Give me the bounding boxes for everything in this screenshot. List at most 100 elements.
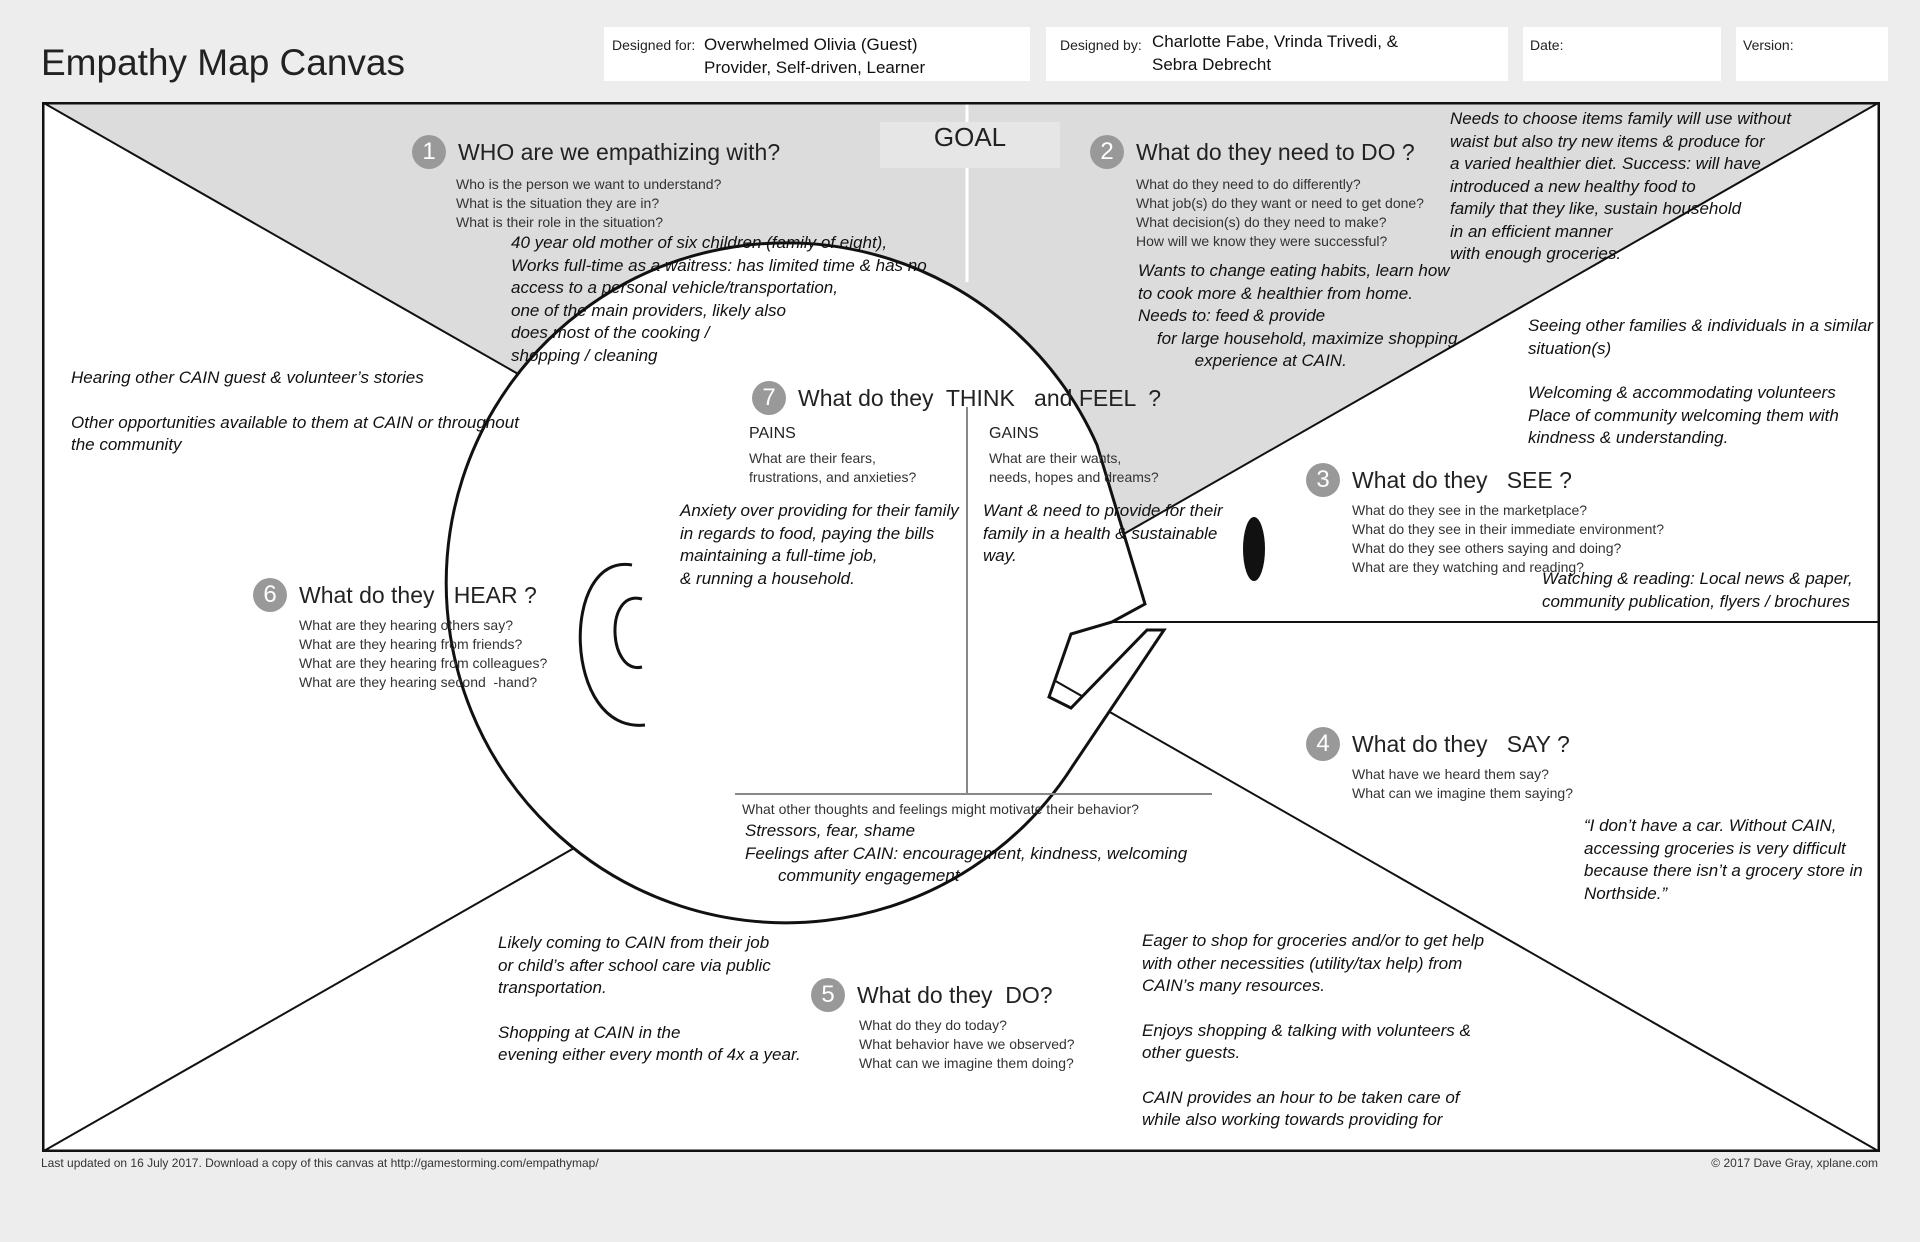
prompt-line: What are their wants, <box>989 450 1122 466</box>
section-need-answer-right: Needs to choose items family will use wi… <box>1450 108 1791 266</box>
answer-line: Feelings after CAIN: encouragement, kind… <box>745 843 1188 863</box>
prompt-line: What have we heard them say? <box>1352 766 1549 782</box>
answer-line: evening either every month of 4x a year. <box>498 1045 801 1064</box>
goal-label: GOAL <box>933 122 1007 152</box>
answer-line: Other opportunities available to them at… <box>71 412 519 432</box>
answer-line: a varied healthier diet. Success: will h… <box>1450 154 1761 173</box>
section-do-title: What do they DO? <box>857 981 1053 1008</box>
designed-for-value: Overwhelmed Olivia (Guest) Provider, Sel… <box>704 33 925 79</box>
version-label: Version: <box>1743 37 1794 53</box>
answer-line: “I don’t have a car. Without CAIN, <box>1584 816 1837 835</box>
prompt-line: How will we know they were successful? <box>1136 233 1388 249</box>
answer-line: Works full-time as a waitress: has limit… <box>511 255 927 275</box>
prompt-line: What is the situation they are in? <box>456 195 660 211</box>
answer-spacer <box>71 390 519 412</box>
footer-left: Last updated on 16 July 2017. Download a… <box>41 1156 599 1170</box>
answer-line: the community <box>71 435 182 454</box>
answer-spacer <box>1142 1065 1484 1087</box>
answer-line: 40 year old mother of six children (fami… <box>511 233 888 252</box>
prompt-line: What do they see in their immediate envi… <box>1352 521 1665 537</box>
designed-by-label: Designed by: <box>1060 37 1142 53</box>
pains-label: PAINS <box>749 425 796 442</box>
section-number: 3 <box>1306 463 1340 497</box>
ear-outer <box>578 563 646 727</box>
section-hear-title: What do they HEAR ? <box>299 581 537 608</box>
prompt-line: What are they hearing second -hand? <box>299 674 538 690</box>
prompt-line: What can we imagine them doing? <box>859 1055 1074 1071</box>
answer-line: while also working towards providing for <box>1142 1110 1443 1129</box>
answer-line: & running a household. <box>680 568 855 588</box>
section-say-heading: 4 What do they SAY ? <box>1306 727 1573 761</box>
section-say-title: What do they SAY ? <box>1352 730 1570 757</box>
answer-line: Anxiety over providing for their family <box>680 501 959 520</box>
answer-line: way. <box>983 546 1017 565</box>
prompt-line: What job(s) do they want or need to get … <box>1136 195 1424 211</box>
answer-line: waist but also try new items & produce f… <box>1450 131 1765 151</box>
prompt-line: What are they hearing others say? <box>299 617 514 633</box>
gains-answer: Want & need to provide for their family … <box>983 500 1223 568</box>
answer-line: Stressors, fear, shame <box>745 821 916 840</box>
pains-prompts: What are their fears, frustrations, and … <box>749 449 916 487</box>
section-think-title: What do they THINK and FEEL ? <box>798 384 1162 411</box>
answer-line: maintaining a full-time job, <box>680 546 878 565</box>
answer-line: Needs to choose items family will use wi… <box>1450 109 1792 128</box>
prompt-line: What are they watching and reading? <box>1352 559 1584 575</box>
answer-line: access to a personal vehicle/transportat… <box>511 278 838 297</box>
prompt-line: What do they see in the marketplace? <box>1352 502 1588 518</box>
section-see-answer: Watching & reading: Local news & paper, … <box>1542 568 1853 613</box>
section-do-answer-right: Eager to shop for groceries and/or to ge… <box>1142 930 1484 1132</box>
version-box[interactable]: Version: <box>1736 27 1888 81</box>
answer-line: with enough groceries. <box>1450 244 1622 263</box>
answer-line: accessing groceries is very difficult <box>1584 838 1846 858</box>
answer-line: CAIN’s many resources. <box>1142 976 1325 995</box>
answer-line: family that they like, sustain household <box>1450 199 1742 218</box>
section-who-title: WHO are we empathizing with? <box>458 138 781 165</box>
section-think: 7 What do they THINK and FEEL ? <box>752 381 1161 415</box>
answer-line: transportation. <box>498 978 607 997</box>
answer-spacer <box>1142 998 1484 1020</box>
designed-by-line: Charlotte Fabe, Vrinda Trivedi, & <box>1152 32 1398 51</box>
section-who: 1 WHO are we empathizing with? Who is th… <box>412 135 780 232</box>
prompt-line: What do they do today? <box>859 1017 1007 1033</box>
designed-by-box[interactable]: Designed by: Charlotte Fabe, Vrinda Triv… <box>1046 27 1508 81</box>
section-need-heading: 2 What do they need to DO ? <box>1090 135 1424 169</box>
section-see-title: What do they SEE ? <box>1352 466 1572 493</box>
section-need-title: What do they need to DO ? <box>1136 138 1415 165</box>
answer-line: does most of the cooking / <box>511 323 710 342</box>
designed-by-line: Sebra Debrecht <box>1152 55 1272 74</box>
section-need: 2 What do they need to DO ? What do they… <box>1090 135 1424 251</box>
answer-line: to cook more & healthier from home. <box>1138 283 1413 303</box>
section-hear: 6 What do they HEAR ? What are they hear… <box>253 578 547 692</box>
designed-for-label: Designed for: <box>612 37 696 53</box>
prompt-line: What are their fears, <box>749 450 876 466</box>
section-need-answer: Wants to change eating habits, learn how… <box>1138 260 1457 373</box>
prompt-line: What can we imagine them saying? <box>1352 785 1573 801</box>
section-hear-heading: 6 What do they HEAR ? <box>253 578 547 612</box>
answer-line: Needs to: feed & provide <box>1138 306 1326 325</box>
section-who-prompts: Who is the person we want to understand?… <box>456 175 780 232</box>
section-think-heading: 7 What do they THINK and FEEL ? <box>752 381 1161 415</box>
answer-line: Place of community welcoming them with <box>1528 405 1839 425</box>
answer-line: one of the main providers, likely also <box>511 300 786 320</box>
prompt-line: What do they see others saying and doing… <box>1352 540 1622 556</box>
section-see-answer-top: Seeing other families & individuals in a… <box>1528 315 1873 450</box>
designed-for-line: Overwhelmed Olivia (Guest) <box>704 35 918 54</box>
section-number: 1 <box>412 135 446 169</box>
section-do-heading: 5 What do they DO? <box>811 978 1075 1012</box>
prompt-line: What are they hearing from friends? <box>299 636 523 652</box>
answer-line: Watching & reading: Local news & paper, <box>1542 569 1853 588</box>
section-say-answer: “I don’t have a car. Without CAIN, acces… <box>1584 815 1863 905</box>
prompt-line: needs, hopes and dreams? <box>989 469 1159 485</box>
answer-line: Eager to shop for groceries and/or to ge… <box>1142 931 1485 950</box>
prompt-line: Who is the person we want to understand? <box>456 176 722 192</box>
answer-line: Want & need to provide for their <box>983 501 1223 520</box>
date-box[interactable]: Date: <box>1523 27 1721 81</box>
section-do-answer-left: Likely coming to CAIN from their job or … <box>498 932 801 1067</box>
answer-line: community publication, flyers / brochure… <box>1542 591 1851 611</box>
designed-for-box[interactable]: Designed for: Overwhelmed Olivia (Guest)… <box>604 27 1030 81</box>
answer-line: for large household, maximize shopping <box>1138 328 1458 348</box>
canvas-border <box>42 102 1880 1152</box>
ear-inner <box>613 596 643 669</box>
answer-line: situation(s) <box>1528 338 1612 358</box>
prompt-line: What behavior have we observed? <box>859 1036 1075 1052</box>
